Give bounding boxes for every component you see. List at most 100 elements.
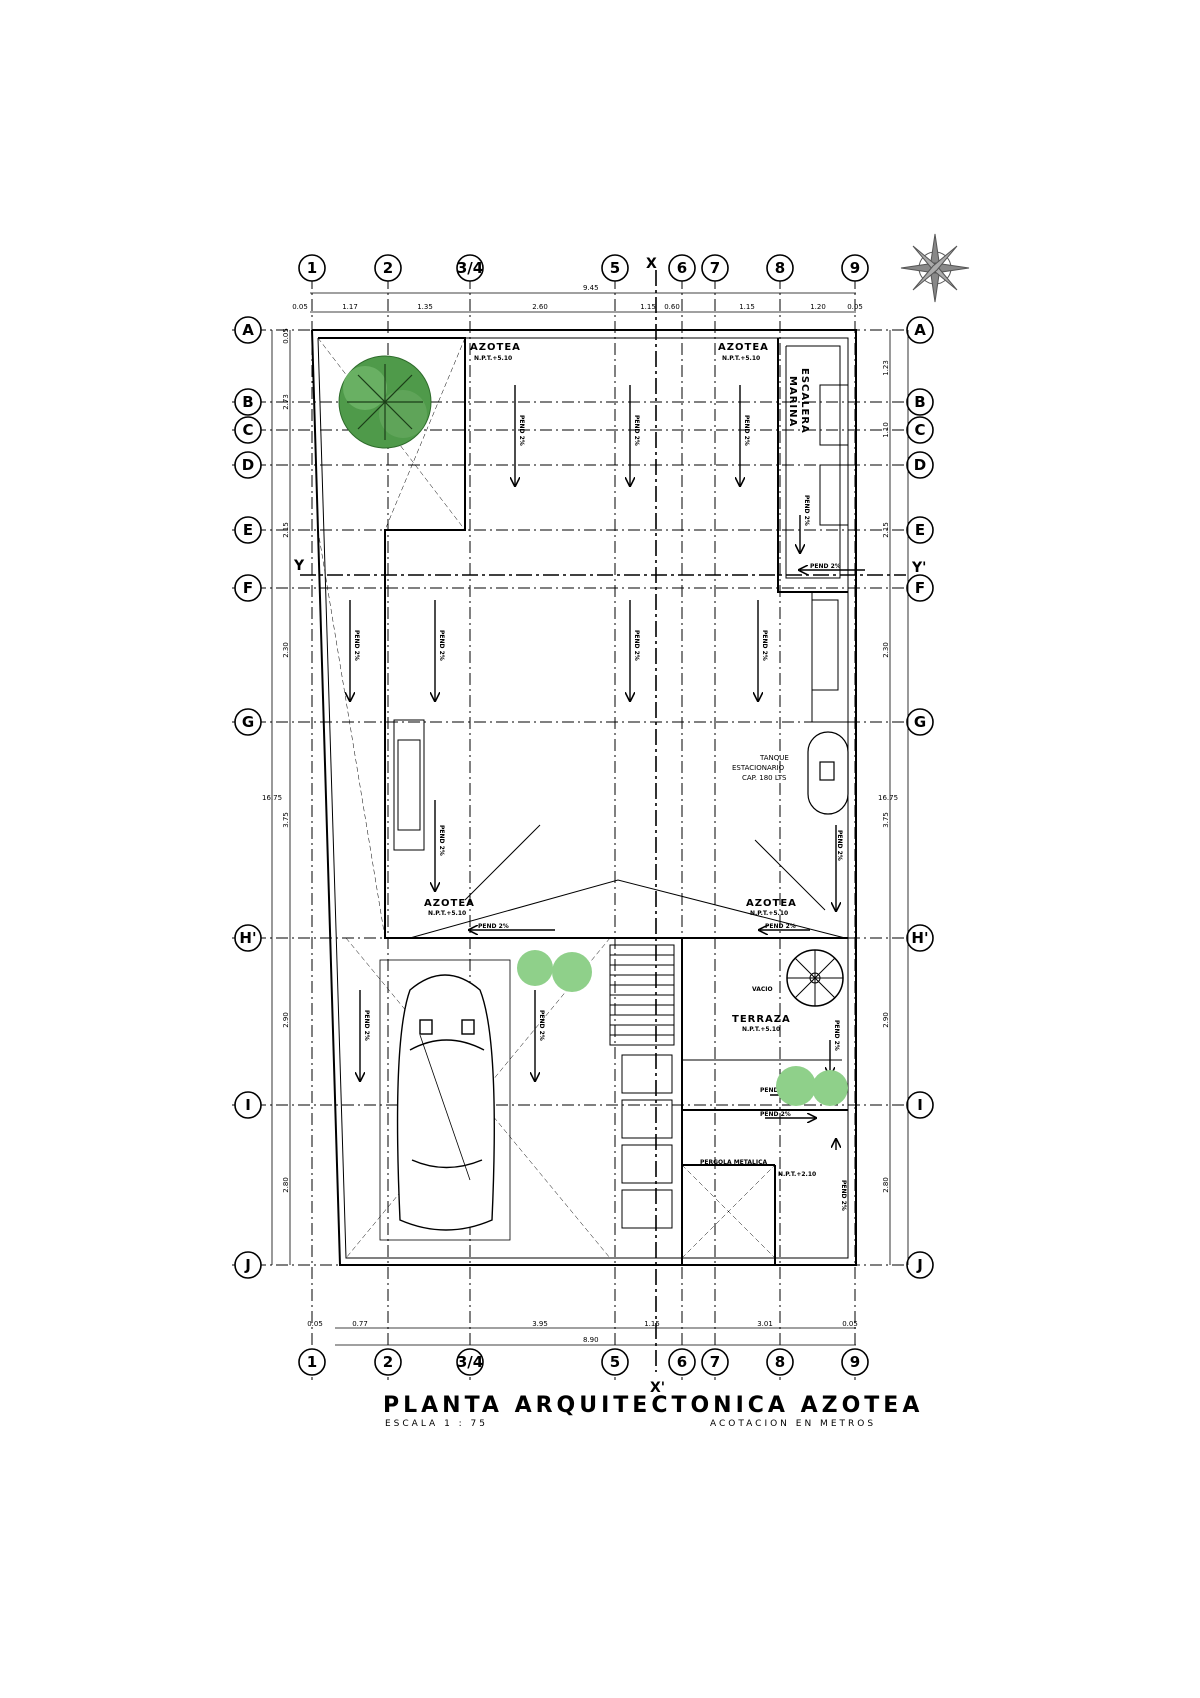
- grid-label-row: D: [914, 456, 926, 474]
- dimension-value: 1.10: [882, 422, 890, 438]
- room-label-terraza: TERRAZA: [732, 1014, 791, 1025]
- slope-arrow: PEND 2%: [800, 495, 810, 552]
- dim-left-total: 16.75: [262, 794, 282, 802]
- grid-bubble-col: 5: [601, 1348, 629, 1376]
- slope-label: PEND 2%: [836, 830, 843, 861]
- water-heater-icon: [397, 384, 849, 831]
- grid-bubble-row: A: [234, 316, 262, 344]
- slope-label: PEND 2%: [478, 923, 509, 930]
- grid-label-col: 7: [710, 259, 720, 277]
- slope-arrow: PEND 2%: [470, 923, 555, 930]
- grid-bubble-col: 9: [841, 254, 869, 282]
- room-label-escalera: ESCALERA: [799, 368, 810, 434]
- dimension-value: 1.17: [342, 303, 358, 311]
- slope-arrow: PEND 2%: [630, 600, 640, 700]
- dimension-value: 2.30: [882, 642, 890, 658]
- grid-label-row: F: [243, 579, 253, 597]
- grid-bubble-col: 6: [668, 1348, 696, 1376]
- grid-bubble-row: F: [234, 574, 262, 602]
- dimension-value: 1.23: [882, 360, 890, 376]
- grid-bubble-row: G: [234, 708, 262, 736]
- dimension-value: 1.15: [640, 303, 656, 311]
- tree-icon: [338, 355, 432, 449]
- grid-bubble-row: J: [906, 1251, 934, 1279]
- grid-label-row: A: [914, 321, 926, 339]
- grid-bubble-row: I: [906, 1091, 934, 1119]
- grid-label-row: I: [917, 1096, 923, 1114]
- grid-label-row: C: [914, 421, 925, 439]
- dimension-lines: [271, 292, 909, 1346]
- grid-label-col: 2: [383, 1353, 393, 1371]
- dimension-value: 3.95: [532, 1320, 548, 1328]
- pergola-label: PERGOLA METALICA: [700, 1159, 767, 1166]
- slope-arrow: PEND 2%: [760, 923, 810, 930]
- slope-label: PEND 2%: [765, 923, 796, 930]
- grid-label-row: I: [245, 1096, 251, 1114]
- ridge-lines: [409, 824, 846, 1061]
- dimension-value: 0.05: [282, 328, 290, 344]
- level-label: N.P.T.+5.10: [474, 355, 512, 362]
- scale-note: ESCALA 1 : 75: [385, 1419, 488, 1429]
- level-label: N.P.T.+5.10: [428, 910, 466, 917]
- section-label-y-prime: Y': [911, 560, 926, 576]
- grid-label-col: 7: [710, 1353, 720, 1371]
- grid-bubble-col: 8: [766, 1348, 794, 1376]
- slope-label: PEND 2%: [803, 495, 810, 526]
- tank-label-2: ESTACIONARIO: [732, 764, 785, 772]
- grid-bubble-row: B: [234, 388, 262, 416]
- section-label-x: X: [646, 256, 657, 272]
- grid-bubble-col: 2: [374, 1348, 402, 1376]
- grid-label-col: 6: [677, 1353, 687, 1371]
- dimension-value: 0.77: [352, 1320, 368, 1328]
- slope-arrow: PEND 2%: [350, 600, 360, 700]
- dimension-value: 2.90: [882, 1012, 890, 1028]
- grid-bubble-row: J: [234, 1251, 262, 1279]
- dimension-value: 1.15: [739, 303, 755, 311]
- grid-label-col: 5: [610, 259, 620, 277]
- slope-label: PEND 2%: [363, 1010, 370, 1041]
- dimension-value: 3.75: [882, 812, 890, 828]
- dimension-value: 1.20: [810, 303, 826, 311]
- grid-label-row: E: [915, 521, 925, 539]
- grid-bubble-col: 5: [601, 254, 629, 282]
- stair-run: [609, 944, 675, 1229]
- grid-bubble-row: D: [906, 451, 934, 479]
- dimension-value: 2.73: [282, 394, 290, 410]
- grid-bubble-row: F: [906, 574, 934, 602]
- grid-bubble-row: E: [906, 516, 934, 544]
- slope-arrow: PEND 2%: [830, 1020, 840, 1075]
- slope-arrow: PEND 2%: [360, 990, 370, 1080]
- grid-label-col: 3/4: [457, 259, 483, 277]
- grid-bubble-row: D: [234, 451, 262, 479]
- grid-label-row: H': [239, 929, 256, 947]
- grid-label-col: 6: [677, 259, 687, 277]
- level-label: N.P.T.+5.10: [750, 910, 788, 917]
- slope-label: PEND 2%: [760, 1087, 791, 1094]
- units-note: ACOTACION EN METROS: [710, 1419, 876, 1429]
- car-icon: [379, 959, 511, 1241]
- section-label-y: Y: [293, 558, 305, 574]
- tank-icon: [807, 731, 849, 815]
- slope-label: PEND 2%: [833, 1020, 840, 1051]
- dimension-value: 0.05: [292, 303, 308, 311]
- grid-label-row: E: [243, 521, 253, 539]
- grid-label-row: C: [242, 421, 253, 439]
- slope-arrow: PEND 2%: [535, 990, 545, 1080]
- slope-label: PEND 2%: [633, 415, 640, 446]
- tank-label-3: CAP. 180 LTS: [742, 774, 787, 782]
- slope-arrow: PEND 2%: [758, 600, 768, 700]
- grid-label-row: H': [911, 929, 928, 947]
- spiral-stair-icon: [786, 949, 844, 1007]
- slope-arrow: PEND 2%: [515, 385, 525, 485]
- slope-arrow: PEND 2%: [760, 1111, 815, 1118]
- dimension-value: 1.35: [417, 303, 433, 311]
- grid-bubble-row: E: [234, 516, 262, 544]
- slope-arrow: PEND 2%: [630, 385, 640, 485]
- grid-bubble-row: G: [906, 708, 934, 736]
- diagonals: [317, 337, 776, 1259]
- slope-arrows: PEND 2% PEND 2% PEND 2% PEND 2% PEND 2% PEND …: [350, 385, 865, 1211]
- walls: [311, 329, 857, 1266]
- grid-bubble-col: 6: [668, 254, 696, 282]
